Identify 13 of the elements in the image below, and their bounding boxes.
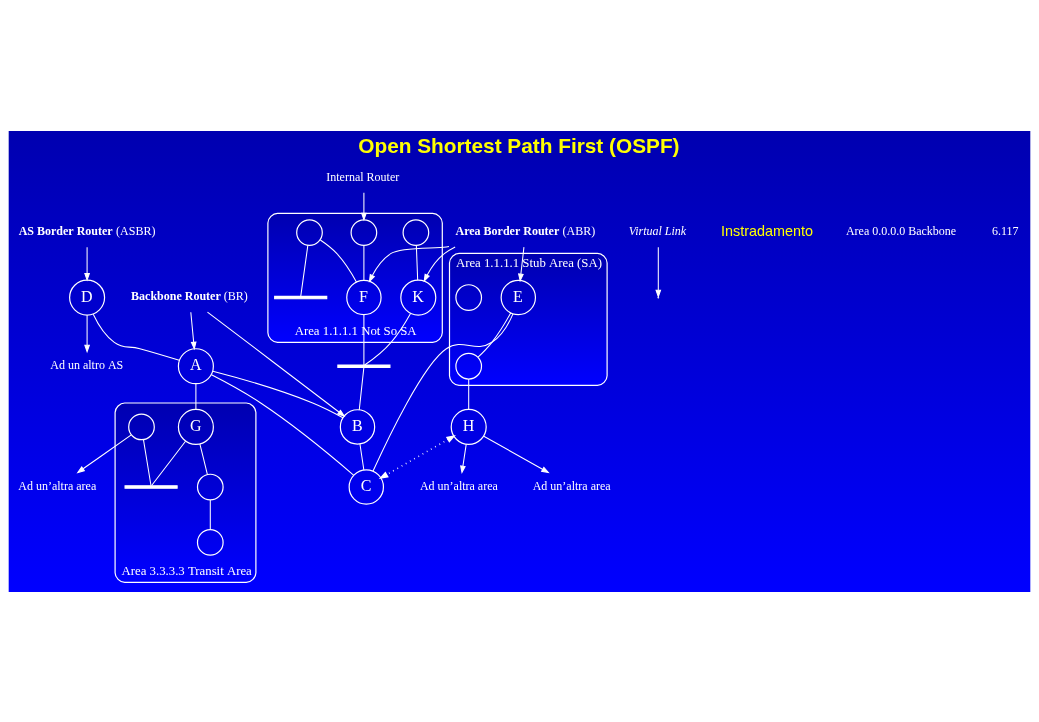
node-text: Ad un’altra area [18,478,97,493]
node-text: Area Border Router (ABR) [455,223,596,238]
node-text: Ad un’altra area [419,478,498,493]
diagram-title: Open Shortest Path First (OSPF) [358,133,680,157]
node-text: AS Border Router (ASBR) [18,223,156,238]
node-text: Ad un’altra area [532,478,611,493]
label: 6.117 [991,223,1019,238]
node-text: Internal Router [326,169,400,184]
node-text: Backbone Router (BR) [131,288,248,303]
node-text: Ad un altro AS [50,357,124,372]
node-text: Virtual Link [628,223,687,238]
label: Area 0.0.0.0 Backbone [845,223,957,238]
label: Instradamento [721,222,814,239]
